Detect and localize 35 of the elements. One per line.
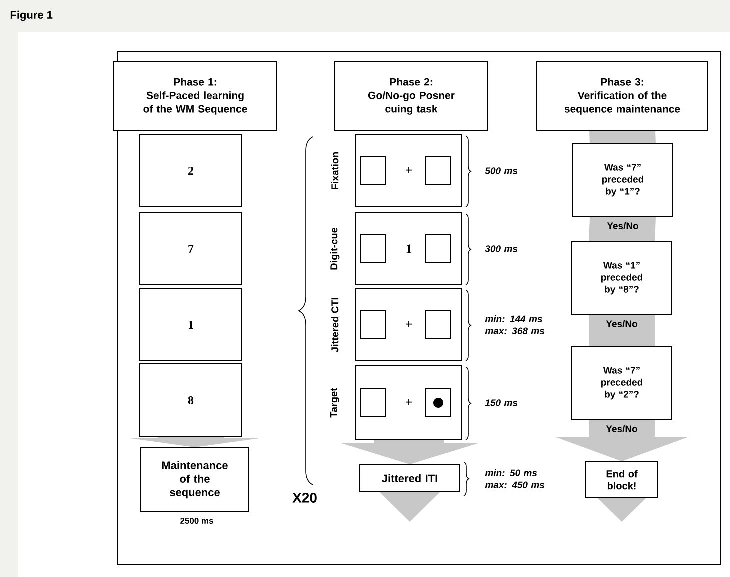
question-box: Was “1” preceded by “8”? (572, 242, 672, 316)
maintenance-box: Maintenance of the sequence (140, 448, 250, 512)
question-box: Was “7” preceded by “2”? (572, 346, 672, 420)
trial-screen: + (356, 288, 462, 362)
block-arrow (340, 440, 480, 464)
event-label: Jittered CTI (331, 298, 339, 352)
repeat-label: X20 (292, 493, 317, 503)
event-label: Digit-cue (330, 228, 340, 270)
digit-screen: 8 (140, 364, 242, 438)
block-arrow (380, 492, 440, 522)
connector-band (590, 132, 656, 144)
duration-label: min: 50 ms max: 450 ms (485, 470, 545, 488)
end-box: End of block! (586, 462, 658, 498)
figure-heading: Figure 1 (10, 10, 53, 22)
digit-screen: 7 (140, 212, 242, 286)
block-arrow (127, 438, 263, 448)
phase-header-box: Phase 1: Self-Paced learning of the WM Sequence (114, 62, 278, 132)
interval-box: Jittered ITI (360, 464, 460, 492)
trial-screen: + (356, 366, 462, 440)
trial-screen: + (356, 134, 462, 208)
digit-screen: 2 (140, 134, 242, 208)
duration-label: 150 ms (485, 400, 518, 406)
duration-label: min: 144 ms max: 368 ms (485, 316, 545, 334)
phase-header-box: Phase 2: Go/No-go Posner cuing task (334, 62, 488, 132)
block-arrow (598, 498, 646, 522)
duration-label: 500 ms (485, 168, 518, 174)
question-box: Was “7” preceded by “1”? (572, 144, 674, 218)
block-arrow (555, 420, 689, 462)
trial-screen: 1 (356, 212, 462, 286)
duration-label: 2500 ms (180, 518, 214, 524)
phase-header-box: Phase 3: Verification of the sequence maintenance (536, 62, 708, 132)
event-label: Fixation (331, 152, 339, 190)
event-label: Target (330, 388, 340, 418)
digit-screen: 1 (140, 288, 242, 362)
duration-label: 300 ms (485, 246, 518, 252)
